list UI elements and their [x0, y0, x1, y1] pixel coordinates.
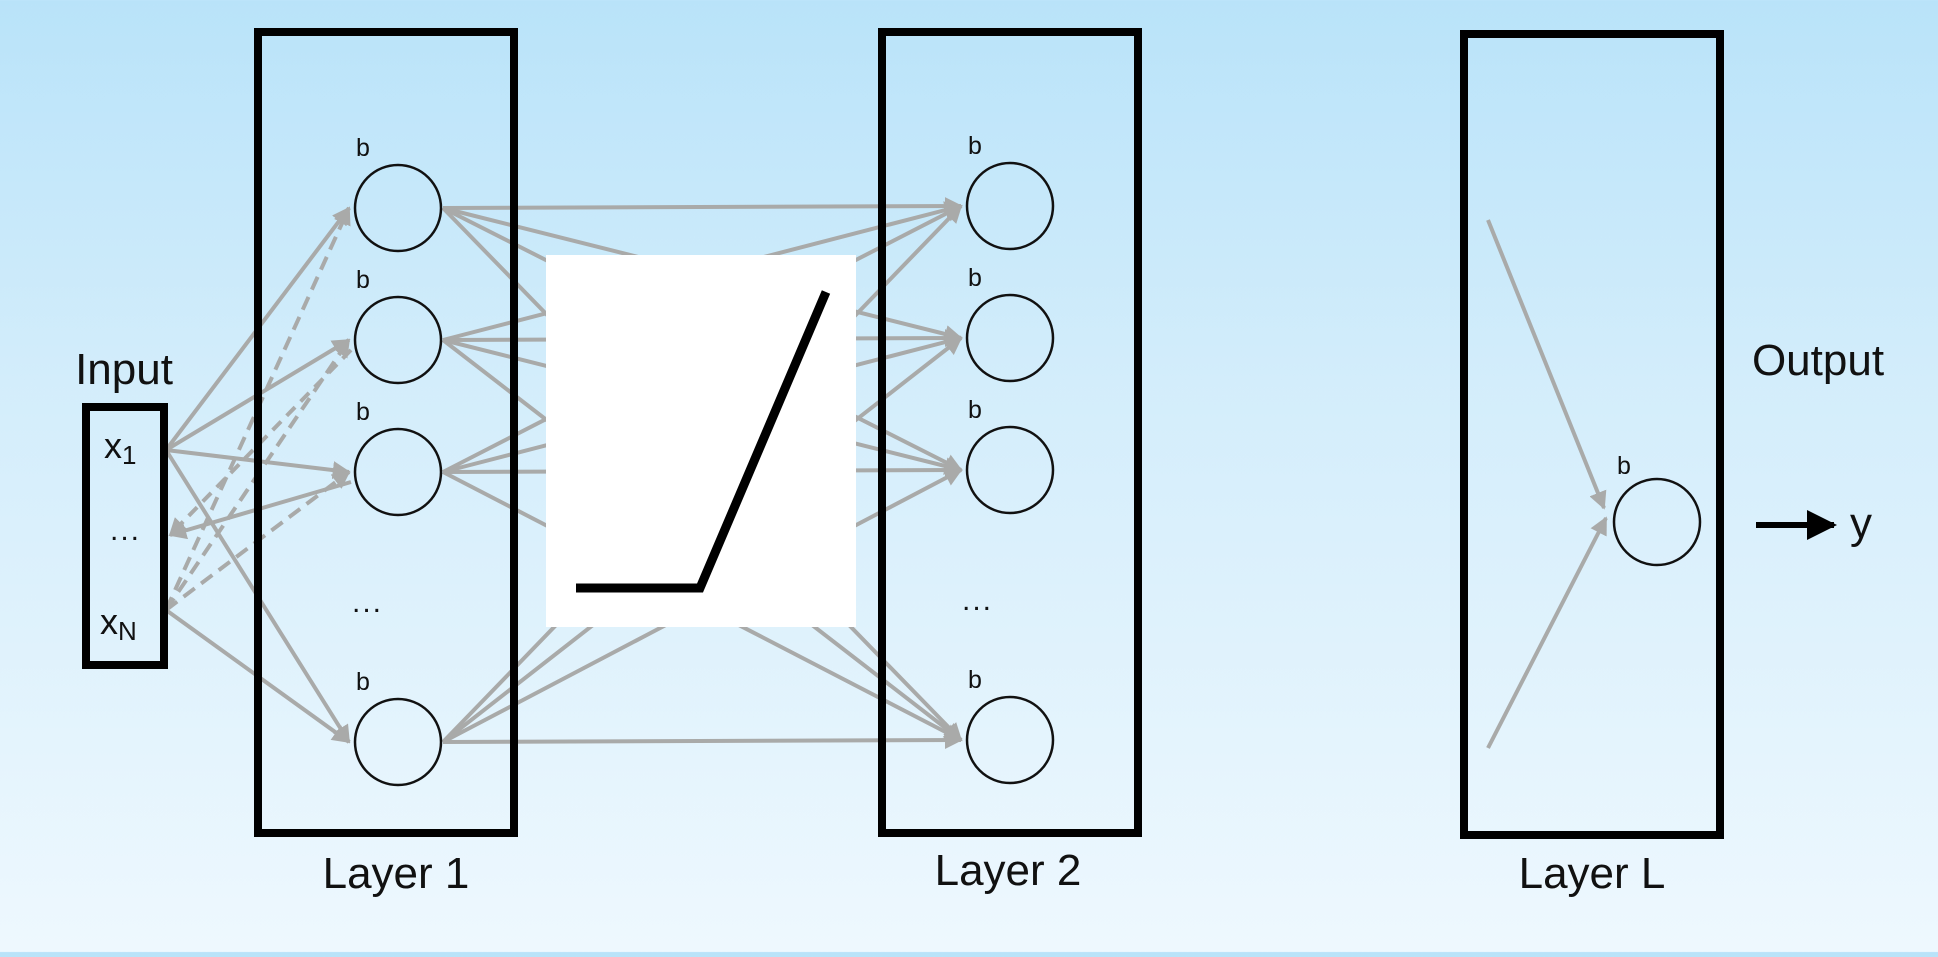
layer-2-nodes: b b b b — [965, 132, 1055, 785]
layer-2-node — [965, 161, 1055, 251]
layer-1-dots: ... — [352, 586, 383, 619]
input-xn-subscript: N — [118, 616, 137, 646]
input-box — [82, 403, 168, 669]
layer-2-dots: ... — [962, 584, 993, 617]
layer-1-box — [254, 28, 518, 837]
layer-1-node — [353, 427, 443, 517]
layer-2-bias-label: b — [968, 132, 982, 160]
input-xn-letter: x — [100, 601, 118, 642]
input-x1: x1 — [104, 425, 136, 470]
layer-1-bias-label: b — [356, 398, 370, 426]
layer-1-bias-label: b — [356, 134, 370, 162]
layer-l-incoming-edge-bottom — [1486, 516, 1608, 749]
input-dots: ... — [110, 514, 141, 547]
layer-2-bias-label: b — [968, 264, 982, 292]
layer-2-node — [965, 293, 1055, 383]
layer-1-label: Layer 1 — [323, 849, 470, 898]
layer-2-node — [965, 695, 1055, 785]
layer-1-node — [353, 295, 443, 385]
layer-1-bias-label: b — [356, 266, 370, 294]
output-symbol: y — [1850, 499, 1872, 548]
hidden-edge — [442, 731, 963, 750]
input-xn: xN — [100, 601, 137, 646]
layer-l: b Layer L — [1460, 30, 1724, 898]
layer-1-node — [353, 163, 443, 253]
input-title: Input — [75, 345, 173, 394]
layer-1-bias-label: b — [356, 668, 370, 696]
activation-panel-background — [546, 255, 856, 627]
layer-2-bias-label: b — [968, 396, 982, 424]
layer-2-box — [878, 28, 1142, 837]
hidden-edge — [442, 197, 963, 216]
output: Output y — [1752, 336, 1884, 548]
layer-1-node — [353, 697, 443, 787]
layer-2-bias-label: b — [968, 666, 982, 694]
layer-l-box — [1460, 30, 1724, 839]
layer-1: b b b b ... Layer 1 — [254, 28, 518, 898]
layer-2-label: Layer 2 — [935, 846, 1082, 895]
layer-2-node — [965, 425, 1055, 515]
layer-l-label: Layer L — [1519, 849, 1666, 898]
output-title: Output — [1752, 336, 1884, 385]
input-x1-letter: x — [104, 425, 122, 466]
layer-2: b b b b ... Layer 2 — [878, 28, 1142, 895]
layer-l-bias-label: b — [1617, 452, 1631, 480]
input-x1-subscript: 1 — [122, 440, 136, 470]
layer-l-output-node — [1612, 477, 1702, 567]
layer-l-incoming-edge-top — [1486, 219, 1607, 510]
layer-1-nodes: b b b b — [353, 134, 443, 787]
relu-curve-icon — [576, 290, 831, 593]
activation-panel — [546, 255, 856, 627]
